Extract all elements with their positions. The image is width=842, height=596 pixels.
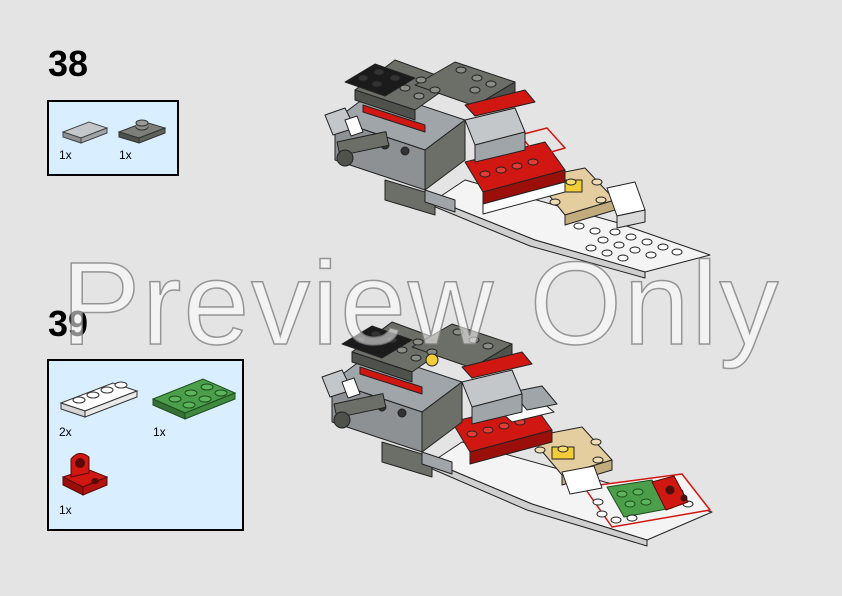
green-plate-icon (151, 378, 237, 420)
step-number-39: 39 (48, 303, 89, 344)
parts-list-step-38: 1x 1x (47, 100, 179, 176)
model-step-38 (324, 59, 711, 279)
step-number-38: 38 (48, 43, 89, 84)
part-qty: 1x (59, 503, 72, 517)
parts-list-step-39: 2x 1x 1x (47, 359, 244, 531)
white-plate-icon (59, 381, 139, 418)
part-qty: 1x (119, 148, 132, 162)
red-pin-connector-icon (61, 453, 109, 496)
part-qty: 1x (59, 148, 72, 162)
dark-gray-jumper-plate-icon (117, 119, 167, 144)
part-qty: 1x (153, 425, 166, 439)
model-step-39 (321, 321, 713, 547)
light-gray-tile-icon (61, 121, 109, 144)
part-qty: 2x (59, 425, 72, 439)
